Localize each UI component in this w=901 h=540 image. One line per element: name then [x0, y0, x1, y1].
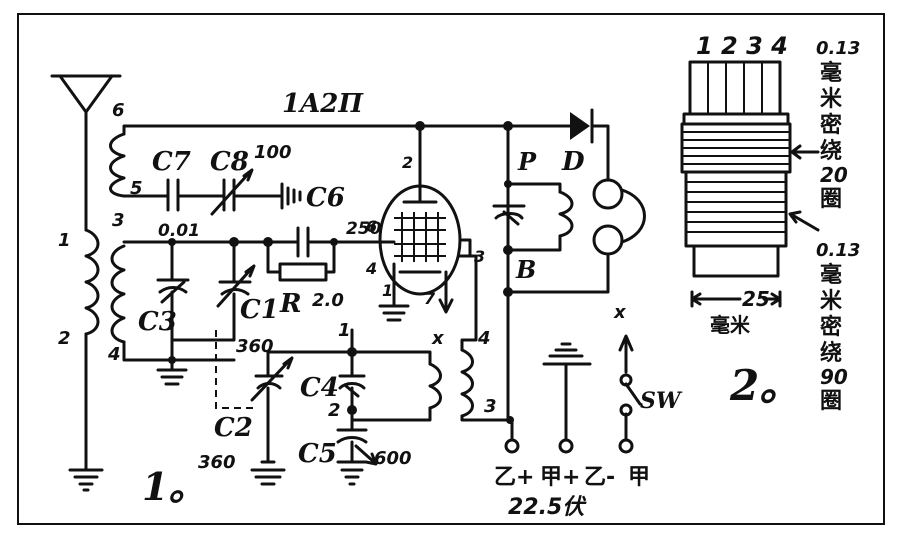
wire-top [122, 124, 572, 136]
tube-pin-2: 2 [402, 153, 413, 172]
pin-2: 2 [58, 328, 71, 349]
value-c5: 600 [374, 448, 412, 469]
figure-2-label: 2。 [729, 361, 801, 410]
osc-pin-2: 2 [328, 400, 341, 421]
tube-pin-1: 1 [382, 281, 393, 300]
label-c6: C6 [306, 183, 345, 213]
svg-text:圈: 圈 [820, 187, 842, 212]
capacitor-c8 [210, 168, 284, 216]
svg-text:米: 米 [820, 87, 843, 112]
osc-pin-4: 4 [477, 328, 491, 349]
pin-5: 5 [130, 178, 143, 199]
pin-6: 6 [112, 100, 125, 121]
pin-4: 4 [107, 344, 121, 365]
value-c7: 0.01 [158, 221, 200, 241]
svg-text:绕: 绕 [820, 340, 842, 366]
terminal-a-plus: 甲+ [540, 465, 580, 490]
svg-text:毫: 毫 [820, 262, 842, 288]
label-r: R [279, 289, 302, 319]
tickler-coil [109, 132, 126, 198]
headphones [506, 178, 646, 294]
capacitor-c1 [216, 240, 256, 322]
capacitor-c6 [280, 182, 302, 210]
label-c1: C1 [240, 295, 279, 325]
capacitor-c2 [250, 356, 294, 464]
diode-d [570, 108, 610, 182]
label-sw: SW [640, 388, 683, 414]
svg-text:90: 90 [820, 365, 848, 389]
tube-pin-7: 7 [424, 289, 436, 308]
tube-pin-3: 3 [474, 247, 485, 266]
label-b: B [515, 255, 536, 284]
tube-pin-4: 4 [365, 259, 377, 278]
frame [17, 13, 885, 525]
label-c3: C3 [138, 307, 177, 337]
value-r: 2.0 [312, 290, 344, 311]
label-c7: C7 [152, 147, 191, 177]
capacitor-c5 [336, 408, 378, 466]
grid-coil [110, 244, 126, 344]
figure-1-label: 1。 [142, 464, 206, 509]
label-d: D [561, 147, 585, 177]
value-c6: 250 [346, 219, 382, 239]
value-c8: 100 [254, 142, 292, 163]
osc-pin-3: 3 [484, 396, 497, 417]
antenna-coil [84, 228, 100, 472]
label-c5: C5 [298, 439, 337, 469]
dimension-unit: 毫米 [710, 313, 751, 337]
capacitor-c7 [166, 178, 226, 212]
tube-label: 1A2П [282, 89, 364, 119]
osc-pin-1: 1 [338, 320, 351, 341]
label-p: P [517, 147, 537, 176]
svg-text:绕: 绕 [820, 138, 842, 164]
dimension-value: 25 [742, 287, 770, 311]
svg-text:毫: 毫 [820, 60, 842, 86]
label-c2: C2 [214, 413, 253, 443]
svg-text:20: 20 [820, 163, 848, 187]
terminal-b-minus: 乙- [584, 465, 615, 490]
coil-taps: 1 2 3 4 [696, 32, 788, 60]
bottom-winding-spec: 0.13 毫 米 密 绕 90 圈 [816, 240, 860, 414]
svg-text:米: 米 [820, 289, 843, 314]
dimension-line [690, 290, 782, 308]
battery-symbol [542, 342, 592, 442]
terminal-a: 甲 [628, 465, 650, 490]
top-winding-spec: 0.13 毫 米 密 绕 20 圈 [816, 38, 860, 212]
battery-voltage: 22.5伏 [508, 495, 587, 520]
switch-pin-x: x [613, 302, 627, 323]
label-c8: C8 [210, 147, 249, 177]
terminals [504, 438, 634, 454]
resistor-r [266, 240, 336, 282]
capacitor-c4 [338, 350, 366, 412]
osc-pin-x: x [431, 328, 445, 349]
gang-link [215, 330, 256, 409]
svg-text:圈: 圈 [820, 389, 842, 414]
tube-pin-6: 6 [366, 217, 377, 236]
svg-text:0.13: 0.13 [816, 38, 860, 59]
svg-text:密: 密 [820, 112, 842, 138]
pin-1: 1 [58, 230, 71, 251]
antenna [50, 74, 122, 232]
tube-1a2p [378, 184, 462, 296]
value-c1: 360 [236, 336, 274, 357]
pin-3: 3 [112, 210, 125, 231]
terminal-b-plus: 乙+ [494, 465, 534, 490]
label-c4: C4 [300, 373, 339, 403]
value-c2: 360 [198, 452, 236, 473]
ground-c3 [156, 358, 188, 386]
coil-former [680, 60, 820, 278]
capacitor-c3 [156, 240, 190, 362]
switch-sw [618, 334, 642, 442]
svg-text:0.13: 0.13 [816, 240, 860, 261]
capacitor-p [492, 204, 526, 252]
antenna-ground [68, 468, 104, 492]
svg-text:密: 密 [820, 314, 842, 340]
